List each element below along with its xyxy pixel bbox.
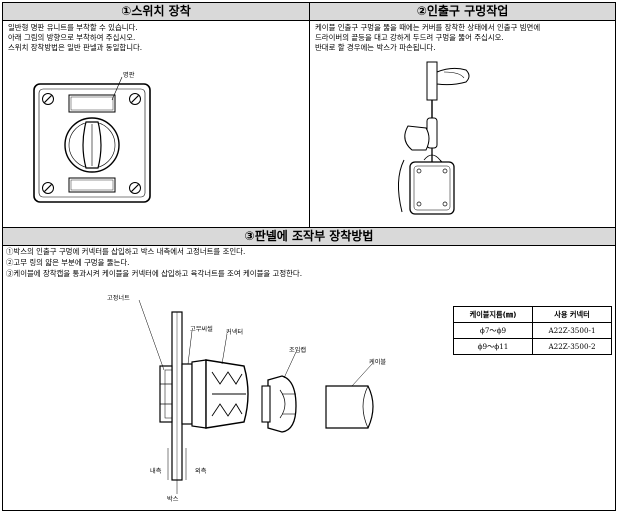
table-header-row: 케이블지름(㎜) 사용 커넥터 (453, 306, 612, 323)
cable-label: 케이블 (369, 359, 387, 366)
outside-label: 외측 (195, 468, 207, 475)
nameplate-label: 명판 (123, 72, 135, 79)
instruction-line: 반대로 할 경우에는 박스가 파손됩니다. (315, 43, 436, 52)
table-header: 사용 커넥터 (532, 306, 612, 323)
instruction-line: ①박스의 인출구 구멍에 커넥터를 삽입하고 박스 내측에서 고정너트를 조인다… (6, 247, 246, 256)
section-title: ③판넬에 조작부 장착방법 (3, 228, 615, 246)
tightening-cap-label: 조임캡 (289, 347, 307, 354)
instruction-line: ②고무 링의 얇은 부분에 구멍을 뚫는다. (6, 258, 130, 267)
fixing-nut-label: 고정너트 (107, 295, 130, 302)
switch-box-illustration (33, 76, 151, 203)
instruction-line: 드라이버의 끝등을 대고 강하게 두드려 구멍을 뚫어 주십시오. (315, 33, 504, 42)
instruction-line: 스위치 장착방법은 일반 판넬과 동일합니다. (8, 43, 143, 52)
instruction-line: ③케이블에 장착캡을 통과시켜 케이블을 커넥터에 삽입하고 육각너트를 조여 … (6, 269, 303, 278)
section-title: ②인출구 구멍작업 (310, 3, 615, 21)
table-cell: ϕ7～ϕ9 (453, 322, 533, 339)
instruction-line: 일반형 명판 유니트를 부착할 수 있습니다. (8, 23, 138, 32)
hammer-and-driver-illustration (398, 61, 470, 215)
table-row: ϕ9～ϕ11 A22Z-3500-2 (453, 338, 612, 355)
table-header: 케이블지름(㎜) (453, 306, 533, 323)
rubber-seal-label: 고무씨씰 (190, 326, 213, 333)
connector-label: 커넥터 (226, 329, 244, 336)
table-cell: ϕ9～ϕ11 (453, 338, 533, 355)
instruction-line: 케이블 인출구 구멍을 뚫을 때에는 커버를 장착한 상태에서 인출구 빔면에 (315, 23, 541, 32)
table-cell: A22Z-3500-1 (532, 322, 612, 339)
inside-label: 내측 (150, 468, 162, 475)
table-row: ϕ7～ϕ9 A22Z-3500-1 (453, 322, 612, 339)
box-label: 박스 (167, 496, 179, 503)
instruction-line: 아래 그림의 방향으로 부착하여 주십시오. (8, 33, 136, 42)
section-panel-mounting: ③판넬에 조작부 장착방법 (2, 227, 616, 511)
section-title: ①스위치 장착 (3, 3, 309, 21)
table-cell: A22Z-3500-2 (532, 338, 612, 355)
cable-connector-table: 케이블지름(㎜) 사용 커넥터 ϕ7～ϕ9 A22Z-3500-1 ϕ9～ϕ11… (453, 306, 612, 355)
